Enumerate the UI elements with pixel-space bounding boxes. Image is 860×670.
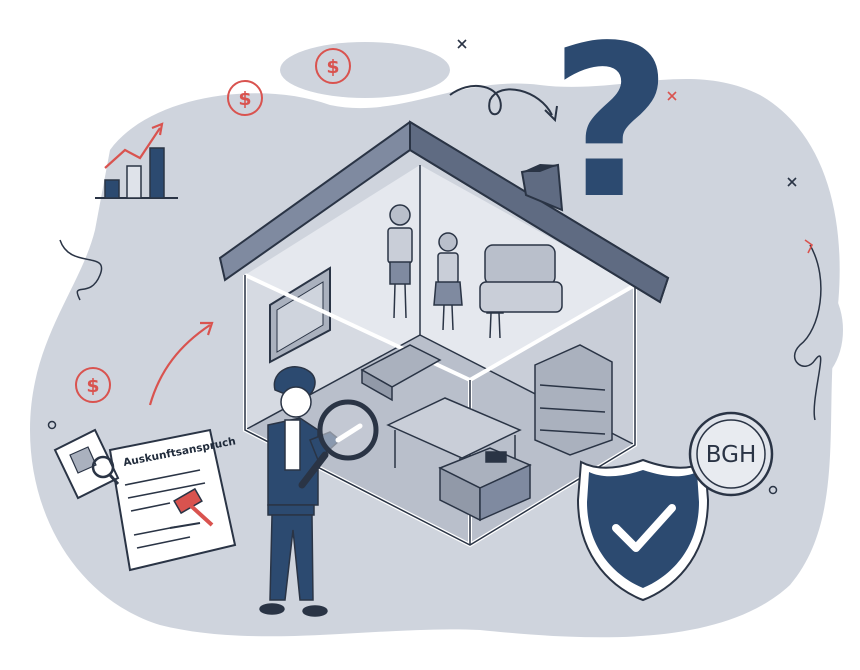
svg-text:$: $ (238, 88, 251, 110)
card-with-magnifier (53, 428, 120, 500)
dollar-coin-icon: $ (227, 80, 263, 116)
badge-label: BGH (706, 442, 757, 468)
decorative-squiggle (793, 244, 822, 421)
dollar-coin-icon: $ (315, 48, 351, 84)
sparkle-icon (457, 39, 797, 187)
decorative-squiggle (59, 239, 103, 301)
sparkle-icon (667, 91, 677, 101)
investigator-figure (259, 366, 342, 617)
family-figures (387, 204, 563, 339)
question-mark-icon: ? (550, 0, 672, 245)
bar-chart-icon (95, 122, 178, 199)
svg-text:$: $ (326, 56, 339, 78)
magnifier-icon (298, 399, 379, 489)
red-arrow (148, 324, 211, 406)
curly-arrow (449, 84, 553, 116)
dollar-coin-icon: $ (75, 367, 111, 403)
svg-text:$: $ (86, 375, 99, 397)
furniture (360, 344, 613, 522)
gavel-icon (169, 487, 214, 529)
bgh-badge: BGH (688, 411, 774, 497)
